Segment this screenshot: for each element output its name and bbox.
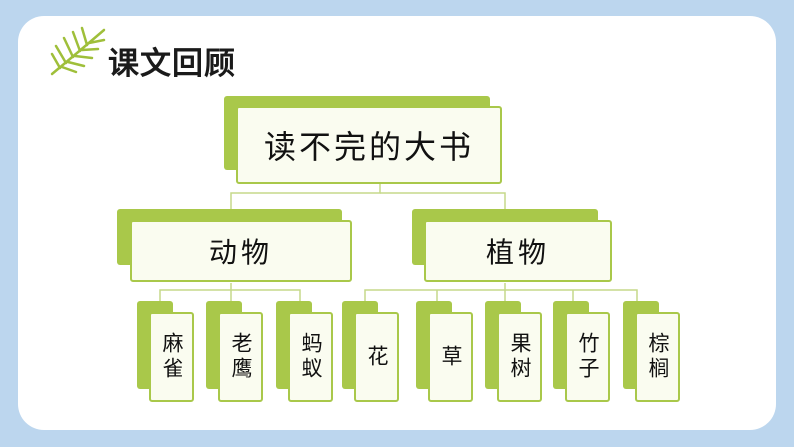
root-label: 读不完的大书: [263, 128, 474, 166]
branch-label: 植物: [485, 236, 550, 269]
page-title: 课文回顾: [108, 46, 236, 82]
branch-label: 动物: [208, 236, 273, 269]
palm-leaf-icon: [50, 26, 106, 76]
